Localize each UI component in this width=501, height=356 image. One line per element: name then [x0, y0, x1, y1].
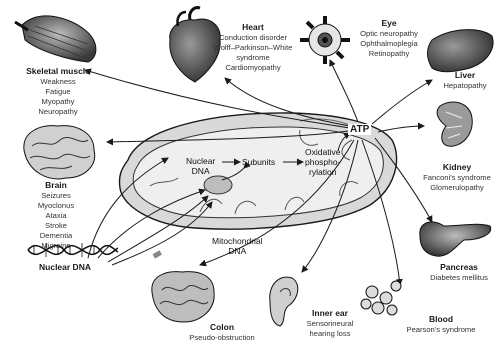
blood-cells-illustration — [361, 281, 401, 315]
colon-line-1: Pseudo-obstruction — [172, 333, 272, 343]
pancreas-label: Pancreas Diabetes mellitus — [420, 262, 498, 283]
brain-line-4: Stroke — [14, 221, 98, 231]
brain-line-2: Myoclonus — [14, 201, 98, 211]
blood-label: Blood Pearson's syndrome — [394, 314, 488, 335]
skeletal-muscle-line-1: Weakness — [8, 77, 108, 87]
arrow-atp-eye — [330, 60, 358, 122]
brain-line-3: Ataxia — [14, 211, 98, 221]
oxphos-line-2: phospho- — [305, 157, 340, 167]
brain-illustration — [24, 126, 95, 179]
colon-label: Colon Pseudo-obstruction — [172, 322, 272, 343]
kidney-title: Kidney — [414, 162, 500, 173]
brain-label: Brain Seizures Myoclonus Ataxia Stroke D… — [14, 180, 98, 251]
nuclear-dna-inner-line-1: Nuclear — [186, 156, 215, 166]
mito-dna-line-1: Mitochondrial — [212, 236, 263, 246]
eye-line-3: Retinopathy — [354, 49, 424, 59]
inner-ear-title: Inner ear — [294, 308, 366, 319]
nuclear-dna-title: Nuclear DNA — [20, 262, 110, 273]
skeletal-muscle-illustration — [15, 16, 96, 62]
skeletal-muscle-label: Skeletal muscle Weakness Fatigue Myopath… — [8, 66, 108, 117]
pancreas-title: Pancreas — [420, 262, 498, 273]
inner-ear-label: Inner ear Sensorineural hearing loss — [294, 308, 366, 339]
skeletal-muscle-line-3: Myopathy — [8, 97, 108, 107]
skeletal-muscle-line-4: Neuropathy — [8, 107, 108, 117]
liver-label: Liver Hepatopathy — [432, 70, 498, 91]
eye-line-1: Optic neuropathy — [354, 29, 424, 39]
brain-line-5: Dementia — [14, 231, 98, 241]
heart-label: Heart Conduction disorder Wolff–Parkinso… — [198, 22, 308, 73]
arrow-atp-liver — [372, 80, 432, 124]
brain-line-1: Seizures — [14, 191, 98, 201]
blood-line-1: Pearson's syndrome — [394, 325, 488, 335]
atp-label: ATP — [348, 124, 371, 135]
heart-line-1: Conduction disorder — [198, 33, 308, 43]
kidney-label: Kidney Fanconi's syndrome Glomerulopathy — [414, 162, 500, 193]
mito-dna-line-2: DNA — [212, 246, 263, 256]
eye-label: Eye Optic neuropathy Ophthalmoplegia Ret… — [354, 18, 424, 59]
colon-title: Colon — [172, 322, 272, 333]
oxphos-line-3: rylation — [305, 167, 340, 177]
inner-ear-line-1: Sensorineural — [294, 319, 366, 329]
nuclear-dna-inner-line-2: DNA — [186, 166, 215, 176]
oxphos-line-1: Oxidative — [305, 147, 340, 157]
blood-title: Blood — [394, 314, 488, 325]
inner-ear-line-2: hearing loss — [294, 329, 366, 339]
heart-line-3: syndrome — [198, 53, 308, 63]
subunits-label: Subunits — [242, 157, 275, 167]
pancreas-line-1: Diabetes mellitus — [420, 273, 498, 283]
brain-title: Brain — [14, 180, 98, 191]
nuclear-dna-inner-label: Nuclear DNA — [186, 156, 215, 176]
kidney-line-2: Glomerulopathy — [414, 183, 500, 193]
colon-illustration — [152, 272, 214, 322]
skeletal-muscle-title: Skeletal muscle — [8, 66, 108, 77]
liver-illustration — [428, 30, 494, 72]
mitochondrial-dna-label: Mitochondrial DNA — [212, 236, 263, 256]
kidney-line-1: Fanconi's syndrome — [414, 173, 500, 183]
brain-line-6: Migraine — [14, 241, 98, 251]
eye-title: Eye — [354, 18, 424, 29]
oxphos-label: Oxidative phospho- rylation — [305, 147, 340, 177]
pancreas-illustration — [420, 222, 491, 256]
kidney-illustration — [437, 102, 472, 146]
liver-title: Liver — [432, 70, 498, 81]
liver-line-1: Hepatopathy — [432, 81, 498, 91]
nuclear-dna-label: Nuclear DNA — [20, 262, 110, 273]
heart-title: Heart — [198, 22, 308, 33]
heart-line-4: Cardiomyopathy — [198, 63, 308, 73]
heart-line-2: Wolff–Parkinson–White — [198, 43, 308, 53]
skeletal-muscle-line-2: Fatigue — [8, 87, 108, 97]
arrow-atp-kidney — [378, 126, 424, 132]
eye-line-2: Ophthalmoplegia — [354, 39, 424, 49]
